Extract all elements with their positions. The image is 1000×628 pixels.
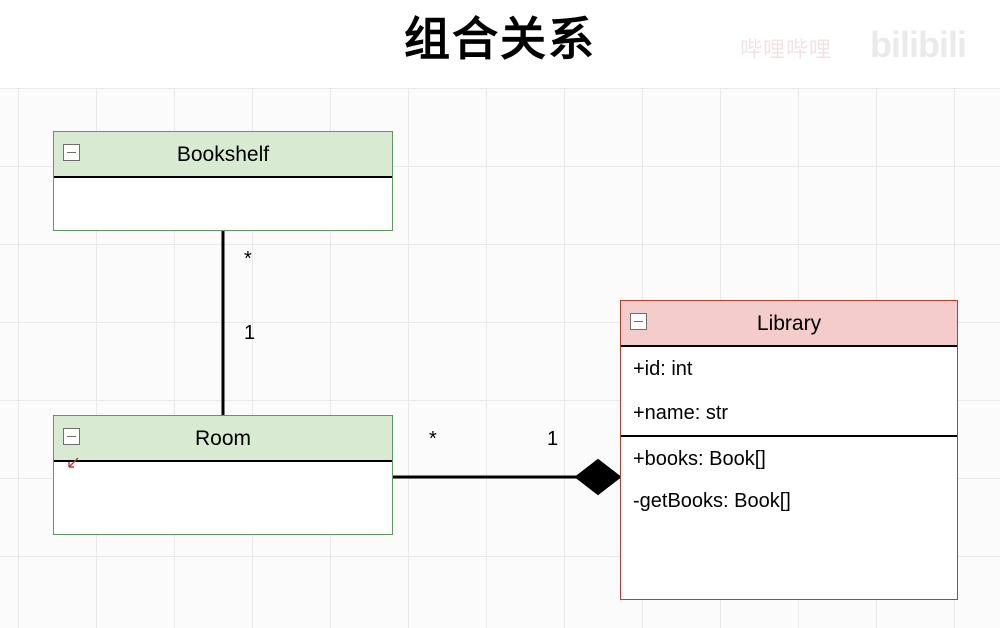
uml-class-library-header: Library — [621, 301, 957, 347]
diagram-canvas[interactable]: * 1 * 1 Bookshelf Room Library +id: int … — [0, 88, 1000, 628]
uml-class-bookshelf[interactable]: Bookshelf — [53, 131, 393, 231]
multiplicity-bookshelf-target: 1 — [244, 322, 256, 344]
uml-class-bookshelf-header: Bookshelf — [54, 132, 392, 178]
multiplicity-bookshelf-source: * — [244, 248, 252, 270]
uml-class-room-header: Room — [54, 416, 392, 462]
uml-class-bookshelf-name: Bookshelf — [176, 143, 270, 166]
uml-attribute-row: +name: str — [633, 402, 729, 424]
multiplicity-room-target: 1 — [547, 428, 559, 450]
minus-box-icon[interactable] — [63, 144, 80, 161]
uml-method-row: +books: Book[] — [621, 435, 957, 479]
uml-class-library-name: Library — [756, 312, 822, 335]
minus-box-icon[interactable] — [630, 313, 647, 330]
uml-class-room[interactable]: Room — [53, 415, 393, 535]
uml-class-library[interactable]: Library +id: int +name: str +books: Book… — [620, 300, 958, 600]
page-title: 组合关系 — [404, 13, 596, 65]
uml-attribute-row: +id: int — [633, 358, 693, 380]
minus-box-icon[interactable] — [63, 428, 80, 445]
multiplicity-room-source: * — [429, 428, 437, 450]
uml-class-library-body: +id: int +name: str +books: Book[] -getB… — [621, 347, 957, 523]
uml-method-row: -getBooks: Book[] — [633, 490, 791, 512]
uml-class-room-name: Room — [194, 427, 252, 450]
